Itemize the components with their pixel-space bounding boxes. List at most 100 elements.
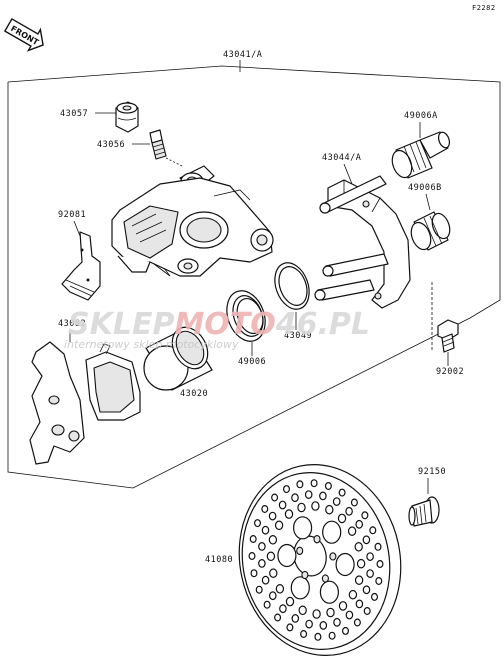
disc-hole	[286, 623, 294, 632]
disc-lightening-hole	[293, 516, 313, 540]
disc-hole	[268, 534, 278, 545]
brake-disc	[238, 464, 402, 656]
label-bolt: 92002	[436, 367, 464, 377]
watermark-brand-part3: 46.PL	[275, 307, 370, 342]
label-holder: 43044/A	[322, 153, 361, 163]
disc-hole	[296, 480, 304, 489]
leader-boot-b	[425, 193, 431, 211]
disc-hole	[342, 626, 350, 635]
label-dust-seal: 49006	[238, 357, 266, 367]
label-screw: 92150	[418, 467, 446, 477]
disc-hole	[274, 520, 284, 531]
disc-hole	[366, 552, 374, 561]
disc-hole	[258, 559, 266, 568]
watermark-tagline: internetowy sklep motocyklowy	[64, 338, 239, 351]
disc-hub-bolt-hole	[296, 546, 304, 555]
disc-lightening-hole	[335, 552, 355, 577]
disc-hole	[285, 596, 295, 607]
label-boot-a: 49006A	[404, 111, 438, 121]
disc-hole	[268, 591, 277, 601]
disc-hole	[376, 559, 384, 568]
disc-hole	[345, 610, 354, 620]
disc-hole	[361, 511, 369, 520]
disc-hub-bolt-hole	[329, 552, 337, 561]
disc-hole	[333, 617, 341, 627]
disc-hole	[319, 491, 327, 501]
disc-hole	[366, 569, 374, 578]
disc-lightening-hole	[277, 543, 297, 568]
watermark: SKLEPMOTO46.PL internetowy sklep motocyk…	[64, 307, 370, 351]
disc-lightening-hole	[319, 580, 339, 604]
disc-hole	[304, 490, 313, 500]
disc-hole	[305, 619, 313, 629]
disc-hole	[279, 604, 287, 614]
disc-hole	[274, 613, 282, 622]
disc-hole	[345, 506, 353, 516]
caliper-body	[111, 165, 274, 277]
disc-hole	[371, 592, 379, 601]
disc-hole	[375, 576, 383, 585]
disc-hole	[311, 501, 320, 511]
mounting-bolt	[431, 282, 459, 353]
assembly-frame	[7, 65, 501, 489]
disc-hole	[261, 505, 269, 514]
disc-hole	[291, 614, 300, 623]
disc-hole	[362, 535, 371, 545]
disc-hole	[350, 498, 358, 507]
caliper-piston	[143, 326, 213, 391]
disc-hole	[314, 632, 322, 641]
disc-hole	[263, 600, 271, 609]
disc-hole	[332, 497, 341, 507]
leader-spring	[73, 220, 81, 237]
disc-hole	[271, 493, 279, 502]
disc-hole	[298, 605, 307, 616]
disc-hub-bolt-hole	[321, 574, 329, 583]
disc-hole	[310, 479, 318, 488]
caliper-holder-bracket	[314, 175, 411, 309]
pin-boot-a	[391, 131, 451, 179]
leader-holder	[343, 163, 353, 185]
disc-hole	[374, 542, 382, 551]
disc-screw	[408, 496, 440, 527]
disc-hole	[261, 525, 270, 535]
disc-hole	[363, 606, 371, 615]
brake-pad-inner	[85, 343, 141, 421]
watermark-brand-part1: SKLEP	[68, 307, 174, 342]
label-disc: 41080	[205, 555, 233, 565]
disc-hole	[356, 558, 366, 569]
disc-hole	[300, 629, 308, 638]
disc-hole	[275, 583, 285, 594]
disc-hole	[254, 519, 262, 528]
dust-seal	[226, 290, 266, 342]
disc-hole	[328, 631, 336, 640]
disc-hole	[348, 589, 358, 600]
piston-seal	[274, 262, 310, 310]
disc-hole	[324, 482, 332, 491]
disc-hole	[266, 551, 276, 562]
rubber-cap	[115, 101, 139, 133]
disc-hole	[325, 504, 334, 515]
disc-hub-bolt-hole	[313, 535, 321, 544]
disc-hole	[338, 601, 348, 611]
disc-hub-bolt-hole	[301, 570, 309, 580]
disc-hole	[355, 599, 364, 609]
disc-hole	[255, 585, 263, 594]
label-spring: 92081	[58, 210, 86, 220]
disc-hole	[369, 526, 377, 535]
disc-hole	[284, 509, 294, 519]
disc-lightening-hole	[322, 520, 342, 544]
disc-hole	[248, 551, 256, 560]
diagram-code: F2282	[472, 4, 496, 12]
watermark-brand-part2: MOTO	[174, 307, 275, 342]
disc-hole	[354, 575, 364, 585]
pad-spring	[61, 231, 101, 301]
disc-lightening-hole	[290, 576, 310, 600]
label-piston: 43020	[180, 389, 208, 399]
disc-hole	[353, 618, 361, 627]
disc-hole	[268, 511, 277, 521]
pin-boot-b	[410, 211, 451, 251]
disc-hole	[258, 542, 266, 551]
disc-hole	[337, 513, 347, 524]
disc-hole	[249, 534, 257, 543]
